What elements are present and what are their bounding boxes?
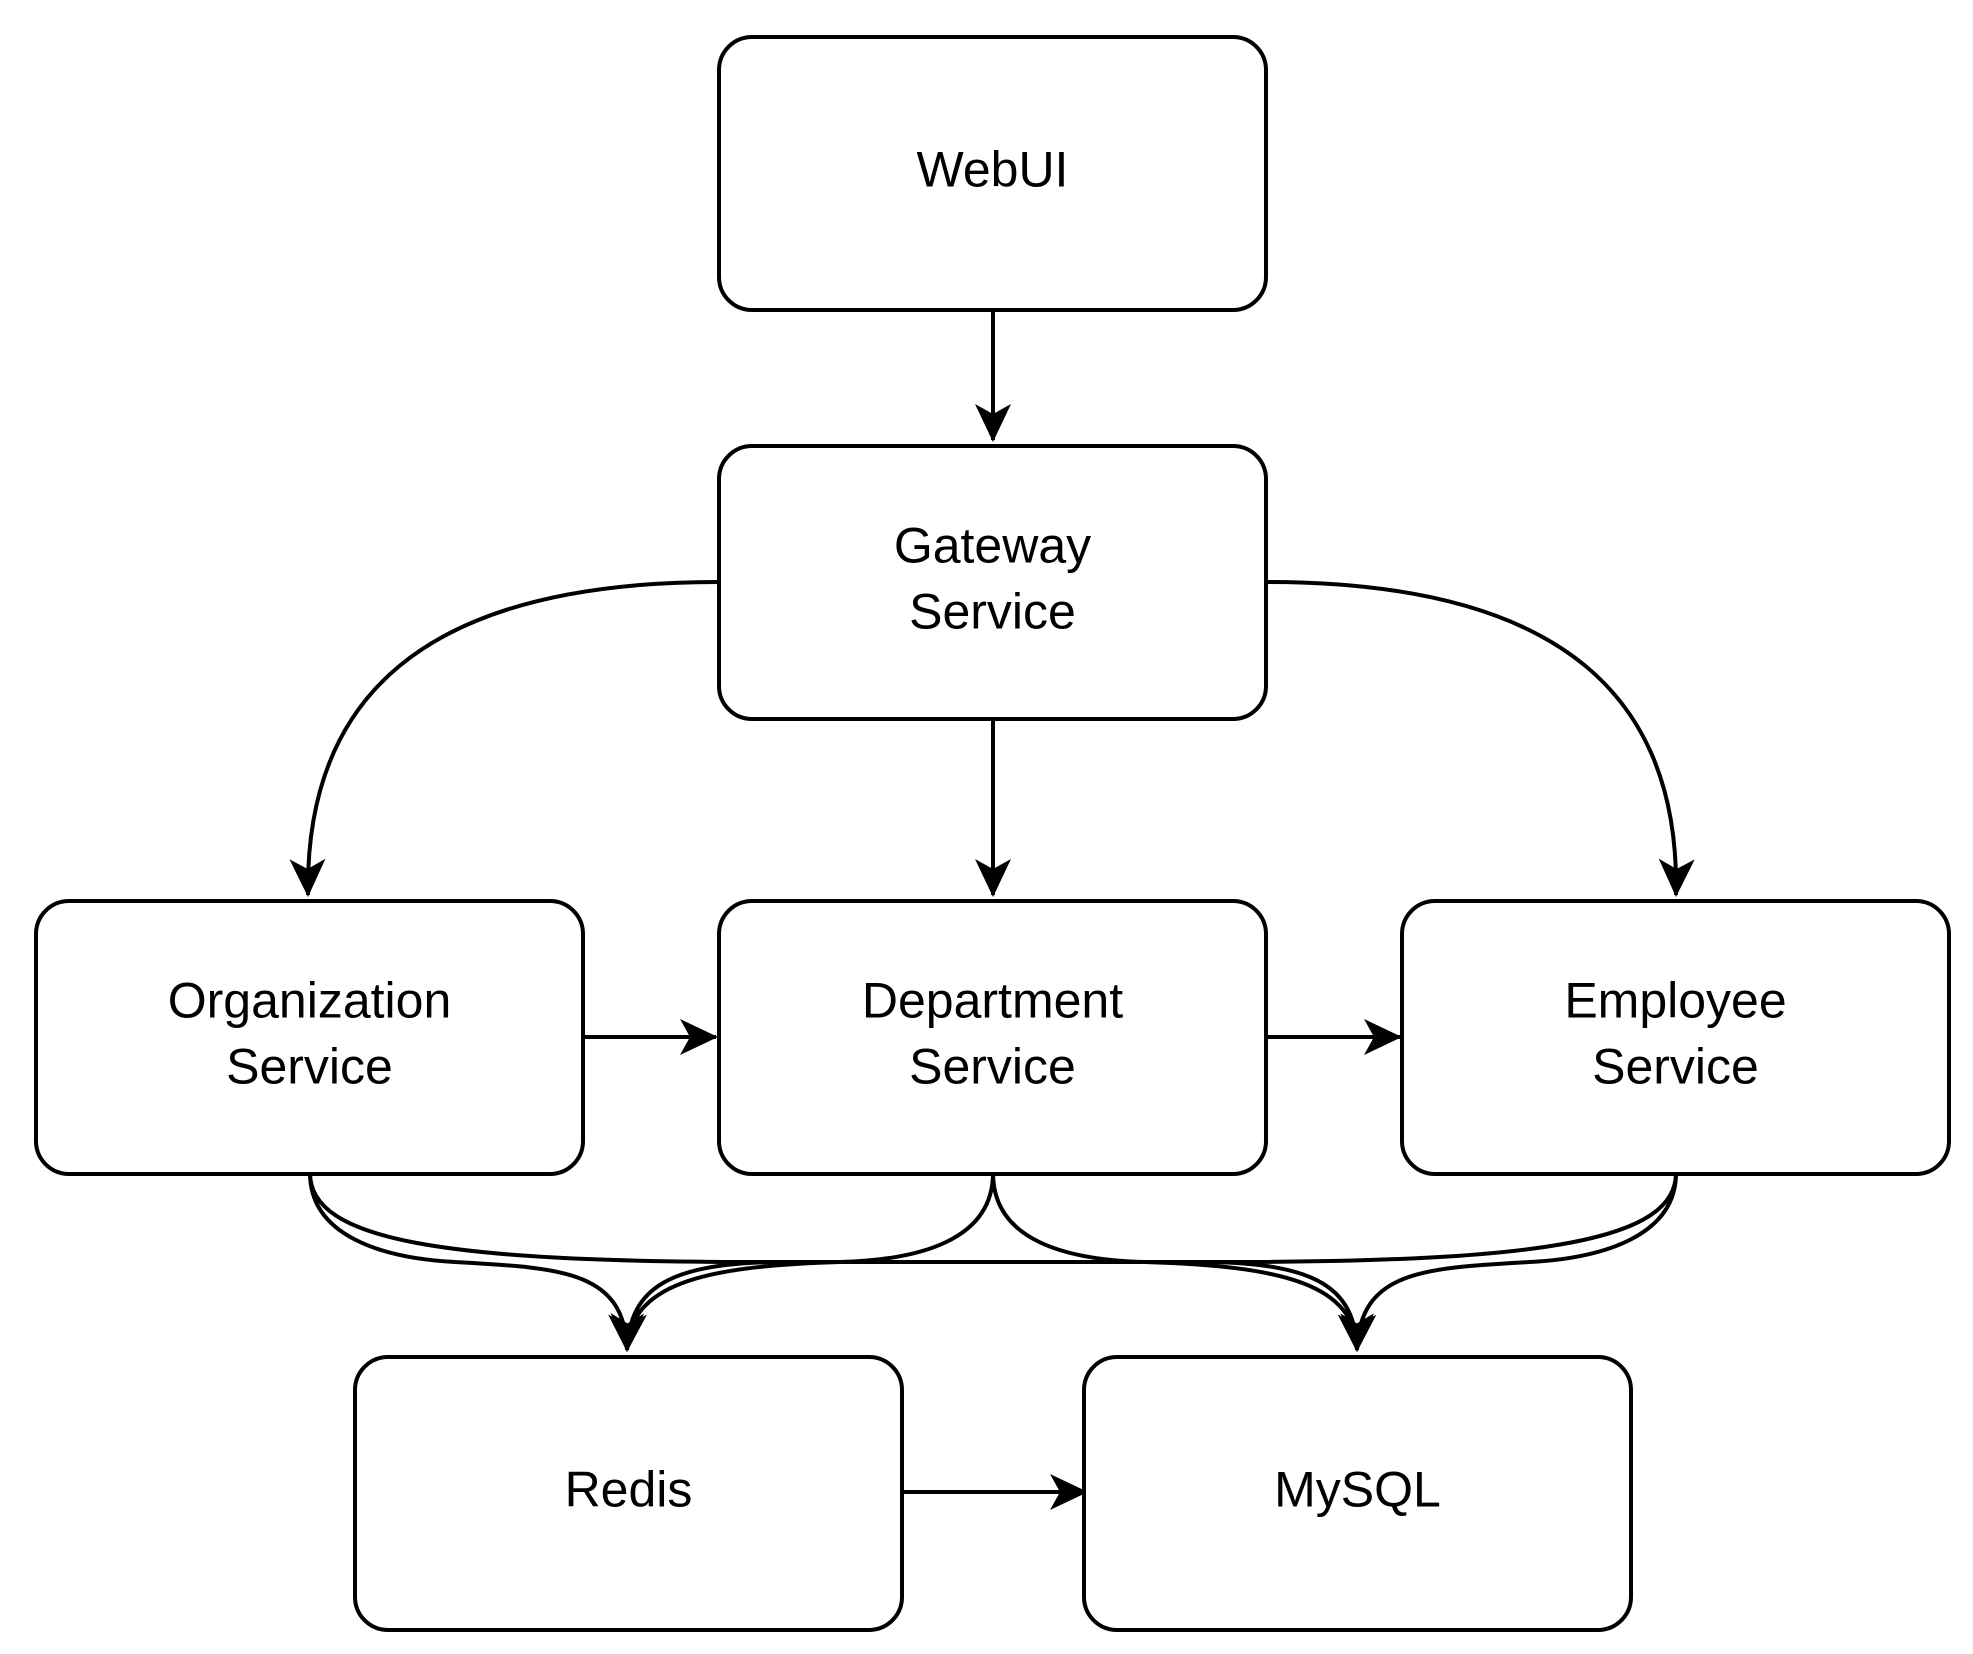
redis-node[interactable]: Redis xyxy=(353,1355,904,1632)
edge-gateway-to-employee xyxy=(1266,580,1695,897)
edge-employee-to-redis xyxy=(610,1172,1678,1352)
gateway-label-line-1: Gateway xyxy=(894,518,1091,574)
mysql-box xyxy=(1082,1355,1633,1632)
mysql-label-line-1: MySQL xyxy=(1274,1462,1441,1518)
organization-label-line-2: Service xyxy=(226,1039,393,1095)
department-label-line-1: Department xyxy=(862,973,1123,1029)
organization-label-line-1: Organization xyxy=(168,973,452,1029)
redis-label: Redis xyxy=(565,1462,693,1518)
employee-service-box xyxy=(1400,899,1951,1176)
webui-label-line-1: WebUI xyxy=(917,142,1069,198)
mysql-label: MySQL xyxy=(1274,1462,1441,1518)
employee-label-line-1: Employee xyxy=(1564,973,1786,1029)
redis-label-line-1: Redis xyxy=(565,1462,693,1518)
edge-organization-to-mysql xyxy=(308,1172,1374,1352)
edge-organization-to-redis xyxy=(308,1172,645,1352)
gateway-service-box xyxy=(717,444,1268,721)
webui-label: WebUI xyxy=(917,142,1069,198)
gateway-label-line-2: Service xyxy=(909,584,1076,640)
edges-layer xyxy=(289,310,1695,1510)
edge-gateway-to-organization xyxy=(289,580,719,897)
edge-employee-to-mysql xyxy=(1340,1172,1678,1352)
webui-node[interactable]: WebUI xyxy=(717,35,1268,312)
redis-box xyxy=(353,1355,904,1632)
department-service-box xyxy=(717,899,1268,1176)
webui-box xyxy=(717,35,1268,312)
employee-label-line-2: Service xyxy=(1592,1039,1759,1095)
organization-service-box xyxy=(34,899,585,1176)
department-label-line-2: Service xyxy=(909,1039,1076,1095)
mysql-node[interactable]: MySQL xyxy=(1082,1355,1633,1632)
